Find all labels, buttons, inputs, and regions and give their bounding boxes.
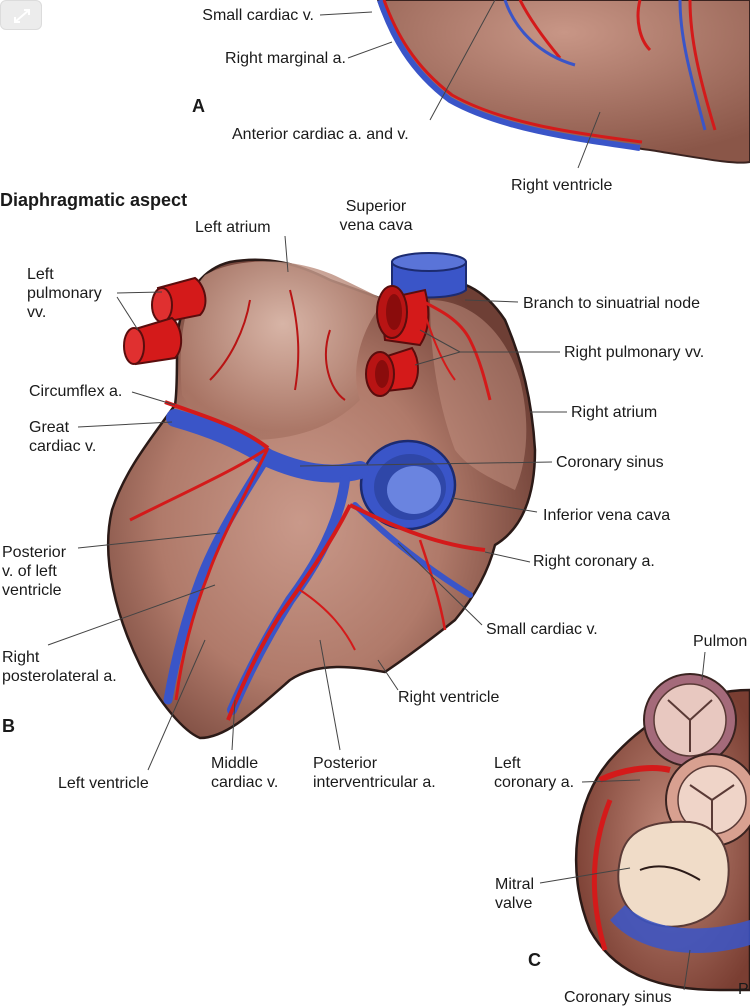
label-circumflex-a: Circumflex a.	[29, 383, 123, 400]
panel-b-letter: B	[2, 716, 15, 736]
label-b-small-cardiac-v: Small cardiac v.	[486, 621, 598, 638]
label-c-edge-p: P	[738, 981, 749, 998]
label-left-coronary-a: Left coronary a.	[494, 755, 575, 791]
panel-c-valves	[574, 673, 750, 992]
label-middle-cardiac-v: Middle cardiac v.	[211, 755, 279, 791]
leader-lines	[47, 0, 706, 991]
left-pulmonary-veins	[123, 276, 207, 366]
label-a-right-ventricle: Right ventricle	[511, 177, 613, 194]
label-left-ventricle: Left ventricle	[58, 775, 149, 792]
label-posterior-v-left-ventricle: Posterior v. of left ventricle	[2, 544, 67, 599]
label-right-coronary-a: Right coronary a.	[533, 553, 655, 570]
panel-b-heart	[106, 252, 537, 740]
label-right-pulmonary-vv: Right pulmonary vv.	[564, 344, 705, 361]
label-branch-sinuatrial: Branch to sinuatrial node	[523, 295, 700, 312]
label-a-anterior-cardiac: Anterior cardiac a. and v.	[232, 126, 409, 143]
label-pulmon: Pulmon	[693, 633, 748, 650]
label-coronary-sinus: Coronary sinus	[556, 454, 664, 471]
label-great-cardiac-v: Great cardiac v.	[29, 419, 97, 455]
label-c-coronary-sinus: Coronary sinus	[564, 989, 672, 1006]
label-mitral-valve: Mitral valve	[495, 876, 535, 912]
expand-icon	[14, 9, 30, 23]
label-a-right-marginal-a: Right marginal a.	[225, 50, 346, 67]
label-left-atrium: Left atrium	[195, 219, 271, 236]
panel-a-heart	[376, 0, 750, 164]
label-left-pulmonary-vv: Left pulmonary vv.	[27, 266, 102, 321]
panel-c-letter: C	[528, 950, 541, 970]
label-right-posterolateral-a: Right posterolateral a.	[2, 649, 117, 685]
label-a-small-cardiac-v: Small cardiac v.	[202, 7, 314, 24]
label-inferior-vena-cava: Inferior vena cava	[543, 507, 671, 524]
label-right-atrium: Right atrium	[571, 404, 658, 421]
expand-button[interactable]	[0, 0, 42, 30]
panel-a-letter: A	[192, 96, 205, 116]
label-posterior-interventricular-a: Posterior interventricular a.	[313, 755, 436, 791]
label-superior-vena-cava: Superior vena cava	[339, 198, 413, 234]
panel-b-title: Diaphragmatic aspect	[0, 190, 188, 210]
label-b-right-ventricle: Right ventricle	[398, 689, 500, 706]
